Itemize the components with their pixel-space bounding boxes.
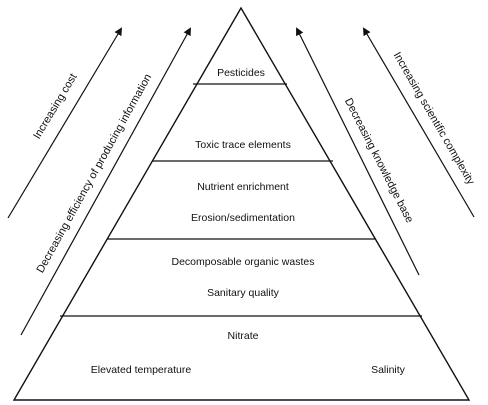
level-label-pesticides: Pesticides [217, 67, 265, 79]
level-label-nitrate: Nitrate [228, 330, 259, 342]
arrow-label-decreasing-knowledge-base: Decreasing knowledge base [342, 96, 415, 225]
level-label-salinity: Salinity [371, 364, 406, 376]
arrow-label-increasing-cost: Increasing cost [31, 72, 79, 142]
arrow-decreasing-efficiency [20, 27, 191, 336]
arrow-decreasing-knowledge-base [296, 27, 420, 276]
level-label-elevated-temperature: Elevated temperature [91, 364, 192, 376]
arrow-label-increasing-scientific-complexity: Increasing scientific complexity [391, 50, 477, 187]
pyramid-outline [12, 6, 471, 401]
level-label-nutrient-enrichment: Nutrient enrichment [197, 181, 289, 193]
arrow-increasing-cost [7, 27, 123, 219]
level-label-sanitary-quality: Sanitary quality [207, 287, 280, 299]
level-label-decomposable-organic-wastes: Decomposable organic wastes [172, 256, 315, 268]
arrow-increasing-scientific-complexity [362, 27, 475, 218]
level-label-toxic-trace-elements: Toxic trace elements [195, 139, 291, 151]
level-label-erosion-sedimentation: Erosion/sedimentation [191, 212, 295, 224]
